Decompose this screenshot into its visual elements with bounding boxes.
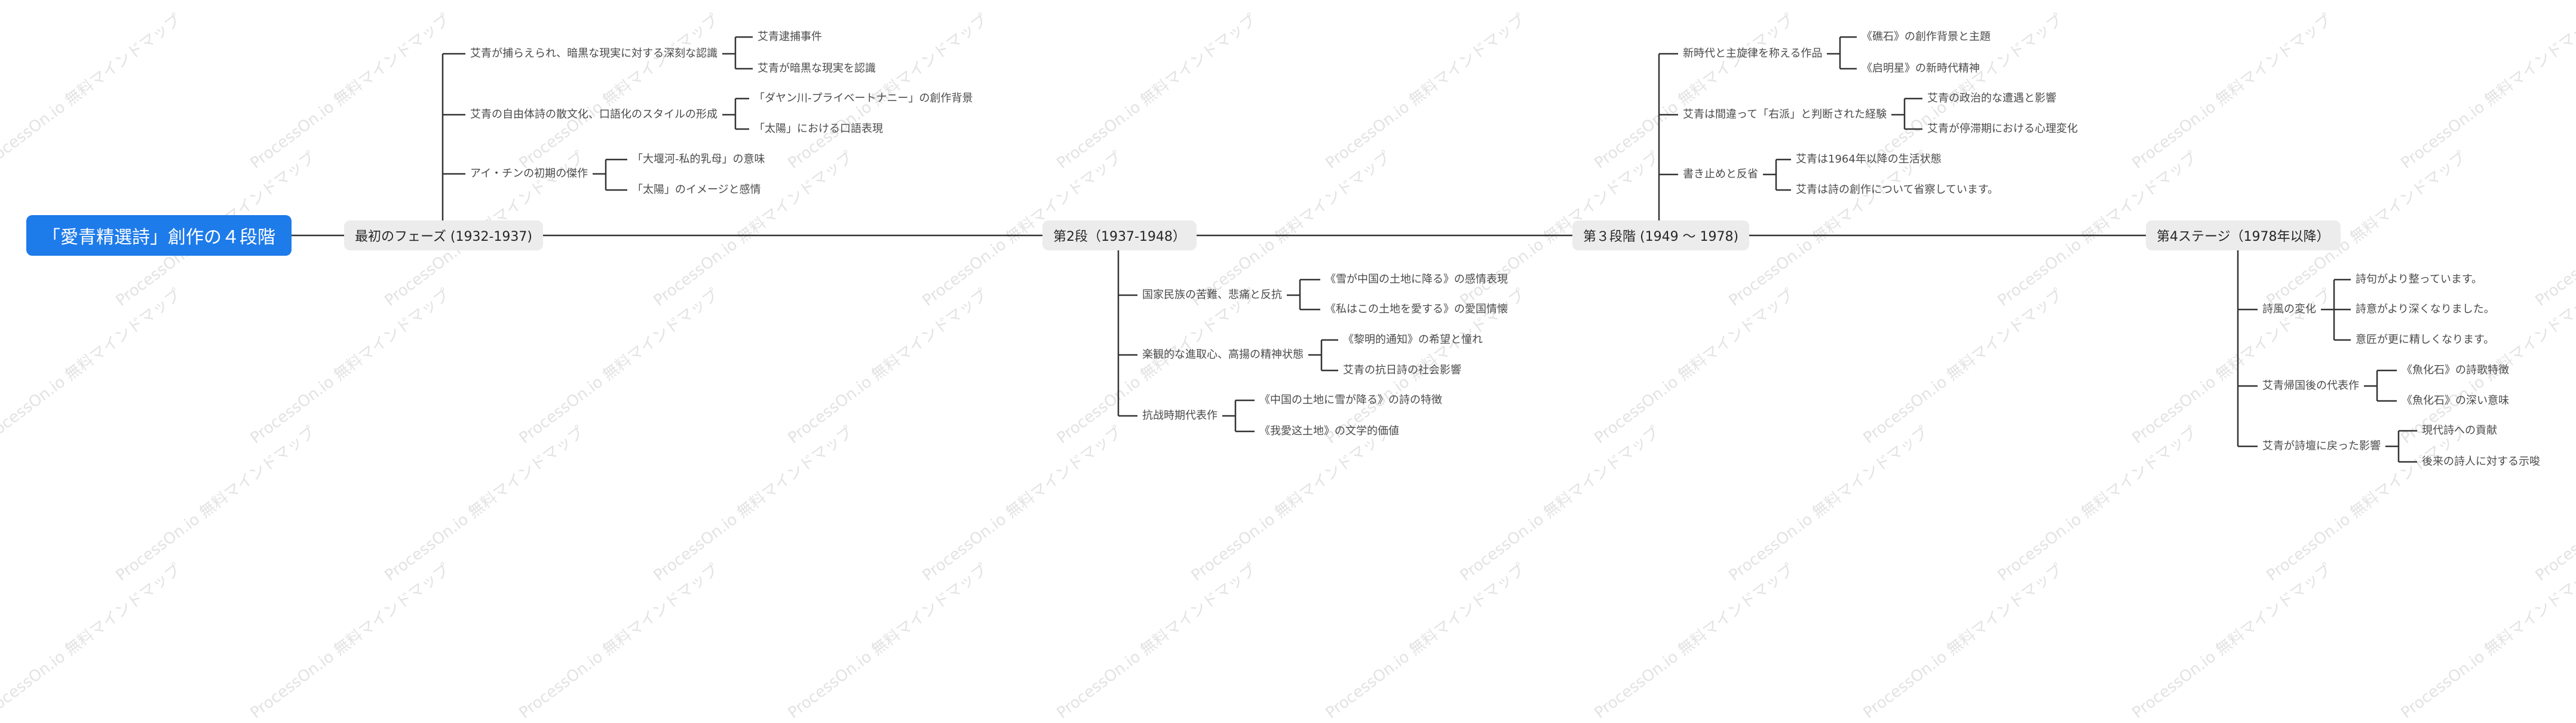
- stage-label: 第4ステージ（1978年以降）: [2157, 229, 2330, 244]
- subtopic-node[interactable]: 艾青逮捕事件: [758, 30, 822, 43]
- subtopic-node[interactable]: 「太陽」のイメージと感情: [632, 183, 761, 196]
- topic-node[interactable]: 書き止めと反省: [1683, 168, 1758, 180]
- subtopic-node[interactable]: 現代詩への貢献: [2422, 424, 2497, 437]
- subtopic-node[interactable]: 「大堰河-私的乳母」の意味: [632, 153, 765, 166]
- watermark-text: ProcessOn.io 無料マインドマップ: [784, 560, 991, 722]
- root-node[interactable]: 「愛青精選詩」創作の４段階: [26, 215, 292, 256]
- topic-node[interactable]: 楽観的な進取心、高揚の精神状態: [1142, 348, 1304, 361]
- subtopic-node[interactable]: 艾青が暗黒な現実を認識: [758, 62, 876, 75]
- stage-node-1[interactable]: 最初のフェーズ (1932-1937): [344, 220, 543, 250]
- subtopic-node[interactable]: 艾青の抗日詩の社会影響: [1343, 364, 1461, 376]
- watermark-text: ProcessOn.io 無料マインドマップ: [1591, 560, 1798, 722]
- subtopic-node[interactable]: 艾青は詩の創作について省察しています。: [1796, 183, 1999, 196]
- subtopic-node[interactable]: 詩句がより整っています。: [2356, 273, 2483, 286]
- stage-label: 最初のフェーズ (1932-1937): [355, 229, 532, 244]
- watermark-text: ProcessOn.io 無料マインドマップ: [1053, 560, 1260, 722]
- stage-node-2[interactable]: 第2段（1937-1948）: [1042, 220, 1197, 250]
- subtopic-node[interactable]: 《黎明的通知》の希望と憧れ: [1343, 333, 1483, 346]
- subtopic-node[interactable]: 艾青が停滞期における心理変化: [1927, 122, 2078, 135]
- subtopic-node[interactable]: 「ダヤン川-プライベートナニー」の創作背景: [754, 92, 973, 105]
- topic-node[interactable]: 新時代と主旋律を称える作品: [1683, 47, 1823, 60]
- subtopic-node[interactable]: 艾青の政治的な遭遇と影響: [1927, 92, 2056, 105]
- subtopic-node[interactable]: 《我愛这土地》の文学的価値: [1259, 425, 1399, 437]
- topic-node[interactable]: 艾青が詩壇に戻った影響: [2262, 440, 2381, 452]
- stage-node-3[interactable]: 第３段階 (1949 ～ 1978): [1572, 220, 1750, 250]
- topic-node[interactable]: 艾青は間違って「右派」と判断された経験: [1683, 108, 1887, 121]
- watermark-text: ProcessOn.io 無料マインドマップ: [516, 560, 722, 722]
- watermark-text: ProcessOn.io 無料マインドマップ: [1322, 560, 1529, 722]
- root-label: 「愛青精選詩」創作の４段階: [42, 227, 275, 248]
- watermark-text: ProcessOn.io 無料マインドマップ: [2397, 560, 2576, 722]
- topic-node[interactable]: 抗战時期代表作: [1142, 409, 1218, 422]
- stage-node-4[interactable]: 第4ステージ（1978年以降）: [2146, 220, 2341, 250]
- connector-lines: [292, 36, 2417, 463]
- stage-label: 第３段階 (1949 ～ 1978): [1583, 229, 1739, 244]
- topic-node[interactable]: 詩風の変化: [2262, 303, 2316, 315]
- topic-node[interactable]: 艾青の自由体詩の散文化、口語化のスタイルの形成: [470, 108, 717, 121]
- subtopic-node[interactable]: 《雪が中国の土地に降る》の感情表現: [1325, 273, 1508, 286]
- subtopic-node[interactable]: 《私はこの土地を愛する》の愛国情懐: [1325, 303, 1508, 315]
- subtopic-node[interactable]: 《中国の土地に雪が降る》の詩の特徴: [1259, 394, 1442, 406]
- subtopic-node[interactable]: 「太陽」における口語表現: [754, 122, 883, 135]
- watermark-text: ProcessOn.io 無料マインドマップ: [247, 560, 453, 722]
- subtopic-node[interactable]: 《魚化石》の詩歌特徴: [2402, 364, 2509, 376]
- topic-node[interactable]: アイ・チンの初期の傑作: [470, 167, 588, 180]
- topic-node[interactable]: 艾青帰国後の代表作: [2262, 379, 2359, 392]
- watermark-text: ProcessOn.io 無料マインドマップ: [2129, 560, 2335, 722]
- subtopic-node[interactable]: 艾青は1964年以降の生活状態: [1796, 153, 1942, 166]
- topic-node[interactable]: 国家民族の苦難、悲痛と反抗: [1142, 289, 1282, 301]
- subtopic-node[interactable]: 《魚化石》の深い意味: [2402, 394, 2509, 407]
- subtopic-node[interactable]: 《启明星》の新時代精神: [1862, 62, 1980, 75]
- stage-label: 第2段（1937-1948）: [1053, 229, 1186, 244]
- topic-node[interactable]: 艾青が捕らえられ、暗黒な現実に対する深刻な認識: [470, 47, 718, 60]
- subtopic-node[interactable]: 後来の詩人に対する示唆: [2422, 455, 2540, 468]
- watermark-text: ProcessOn.io 無料マインドマップ: [0, 560, 185, 722]
- subtopic-node[interactable]: 《礁石》の創作背景と主題: [1862, 30, 1991, 43]
- subtopic-node[interactable]: 意匠が更に精しくなります。: [2356, 333, 2495, 346]
- watermark-text: ProcessOn.io 無料マインドマップ: [1860, 560, 2066, 722]
- subtopic-node[interactable]: 詩意がより深くなりました。: [2356, 303, 2495, 315]
